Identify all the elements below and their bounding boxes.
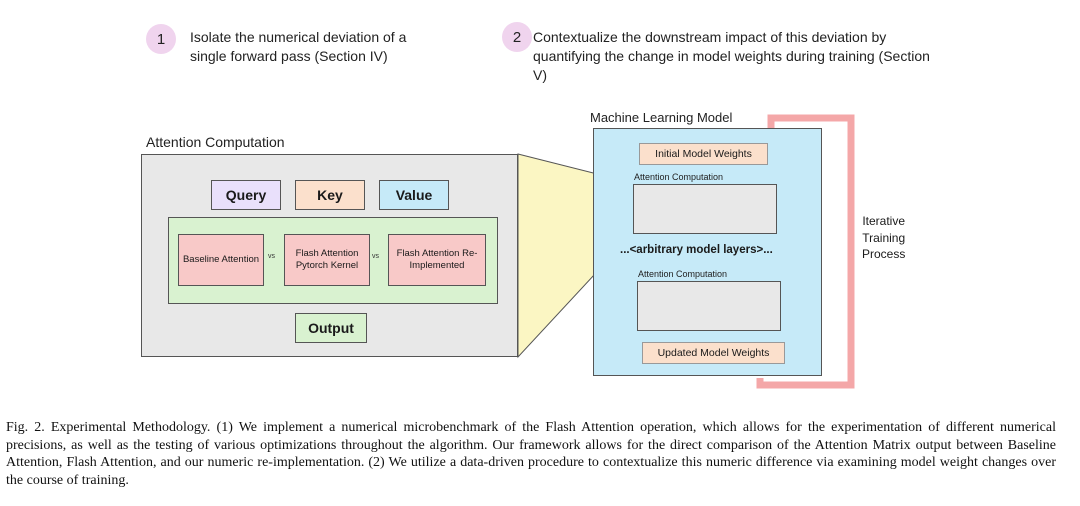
attention-slot-top: [633, 184, 777, 234]
initial-weights-box: Initial Model Weights: [639, 143, 768, 165]
ml-panel-title: Machine Learning Model: [590, 110, 733, 125]
flash-attention-reimplemented-box: Flash Attention Re-Implemented: [388, 234, 486, 286]
baseline-attention-box: Baseline Attention: [178, 234, 264, 286]
attention-panel-title: Attention Computation: [146, 134, 285, 150]
iterative-training-label: Iterative Training Process: [862, 214, 906, 261]
flash-attention-pytorch-box: Flash Attention Pytorch Kernel: [284, 234, 370, 286]
ml-model-panel: [593, 128, 822, 376]
training-loop-arrow: [756, 114, 855, 389]
updated-weights-box: Updated Model Weights: [642, 342, 785, 364]
vs-label-1: vs: [268, 253, 275, 260]
step-1-text: Isolate the numerical deviation of a sin…: [190, 29, 407, 64]
output-box: Output: [295, 313, 367, 343]
attention-label-bottom: Attention Computation: [638, 269, 728, 279]
arbitrary-layers-label: ...<arbitrary model layers>...: [620, 244, 773, 256]
attention-slot-bottom: [637, 281, 781, 331]
vs-label-2: vs: [372, 253, 379, 260]
step-1-badge: 1: [146, 24, 176, 54]
value-box: Value: [379, 180, 449, 210]
key-box: Key: [295, 180, 365, 210]
step-2-badge: 2: [502, 22, 532, 52]
figure-caption: Fig. 2. Experimental Methodology. (1) We…: [6, 420, 1056, 488]
step-2-text: Contextualize the downstream impact of t…: [533, 29, 930, 83]
query-box: Query: [211, 180, 281, 210]
attention-label-top: Attention Computation: [634, 172, 724, 182]
